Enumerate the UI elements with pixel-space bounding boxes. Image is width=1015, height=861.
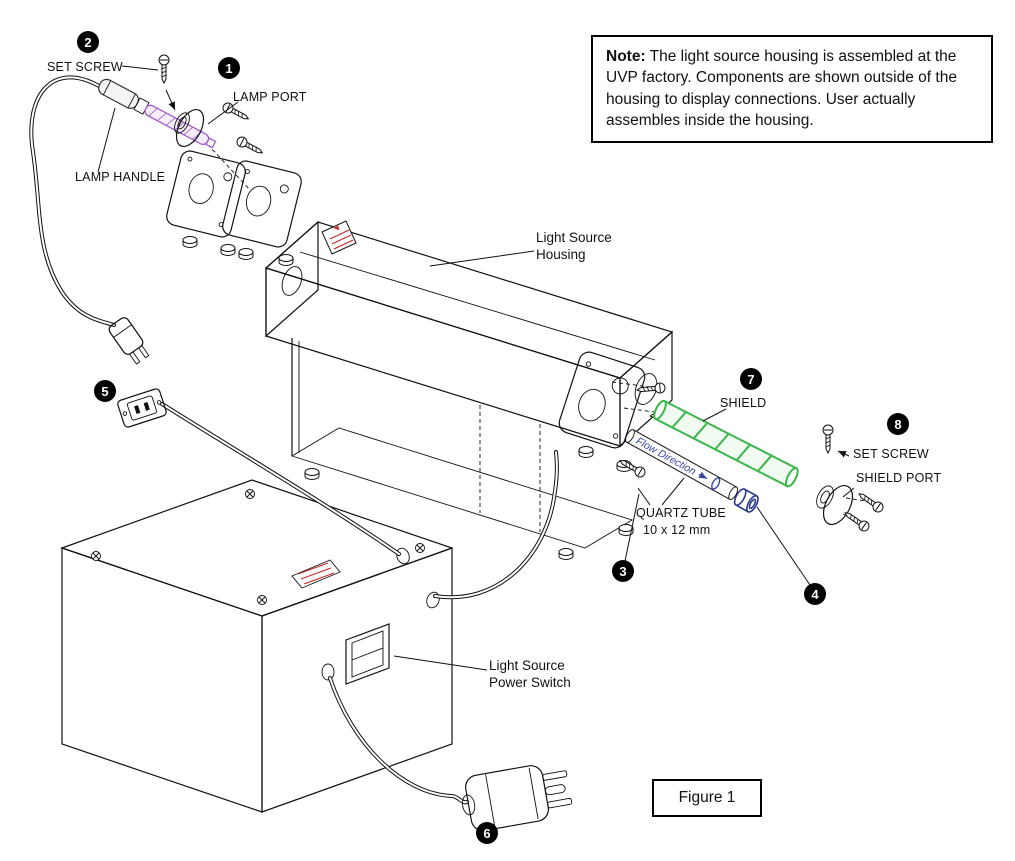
power-switch-label-line2: Power Switch: [489, 675, 571, 690]
power-switch-drawing: [345, 623, 390, 685]
lamp-port-flange: [174, 109, 205, 147]
housing-label: Light Source Housing: [536, 229, 612, 263]
leader-lines: [97, 65, 855, 671]
box-spec-label: [291, 559, 341, 589]
lamp-plug: [108, 317, 150, 365]
housing-power-cord: [433, 450, 559, 600]
housing-stand: [290, 338, 634, 560]
callout-5: 5: [94, 380, 116, 402]
shield-drawing: [653, 399, 799, 488]
shield-port-label: SHIELD PORT: [856, 471, 942, 485]
box-screw-heads: [91, 489, 425, 605]
lamp-mounting-plates: [166, 100, 302, 266]
note-prefix: Note:: [606, 48, 646, 65]
callout-7: 7: [740, 368, 762, 390]
lamp-handle-label: LAMP HANDLE: [75, 170, 166, 184]
lamp-port-label: LAMP PORT: [233, 90, 307, 104]
housing-label-line2: Housing: [536, 247, 586, 262]
callout-8: 8: [887, 413, 909, 435]
callout-3: 3: [612, 560, 634, 582]
warning-label: [321, 220, 357, 255]
power-switch-label: Light Source Power Switch: [489, 657, 571, 691]
power-plug: [461, 765, 573, 832]
quartz-tube-label: QUARTZ TUBE: [636, 506, 726, 520]
note-box: Note: The light source housing is assemb…: [591, 35, 993, 143]
figure-caption: Figure 1: [678, 789, 736, 806]
lamp-receptacle: [117, 388, 167, 428]
figure-caption-box: Figure 1: [652, 779, 762, 817]
set-screw-right-drawing: [822, 424, 850, 458]
shield-label: SHIELD: [720, 396, 767, 410]
set-screw-top-drawing: [158, 54, 176, 111]
power-switch-label-line1: Light Source: [489, 658, 565, 673]
callout-6: 6: [476, 822, 498, 844]
callout-1: 1: [218, 57, 240, 79]
quartz-size-label: 10 x 12 mm: [643, 523, 711, 537]
housing-label-line1: Light Source: [536, 230, 612, 245]
uv-lamp-drawing: [98, 78, 217, 149]
lamp-cord: [29, 75, 116, 327]
receptacle-cord: [160, 402, 401, 556]
light-source-housing-drawing: [264, 220, 679, 560]
tube-end-cap: [733, 488, 759, 513]
mains-cord: [328, 676, 469, 805]
callout-2: 2: [77, 31, 99, 53]
set-screw-right-label: SET SCREW: [853, 447, 929, 461]
power-supply-box: [60, 479, 454, 813]
lamp-handle-drawing: [98, 78, 139, 109]
note-body: The light source housing is assembled at…: [606, 48, 957, 130]
set-screw-top-label: SET SCREW: [47, 60, 123, 74]
callout-4: 4: [804, 583, 826, 605]
shield-port-flange: [816, 485, 886, 534]
